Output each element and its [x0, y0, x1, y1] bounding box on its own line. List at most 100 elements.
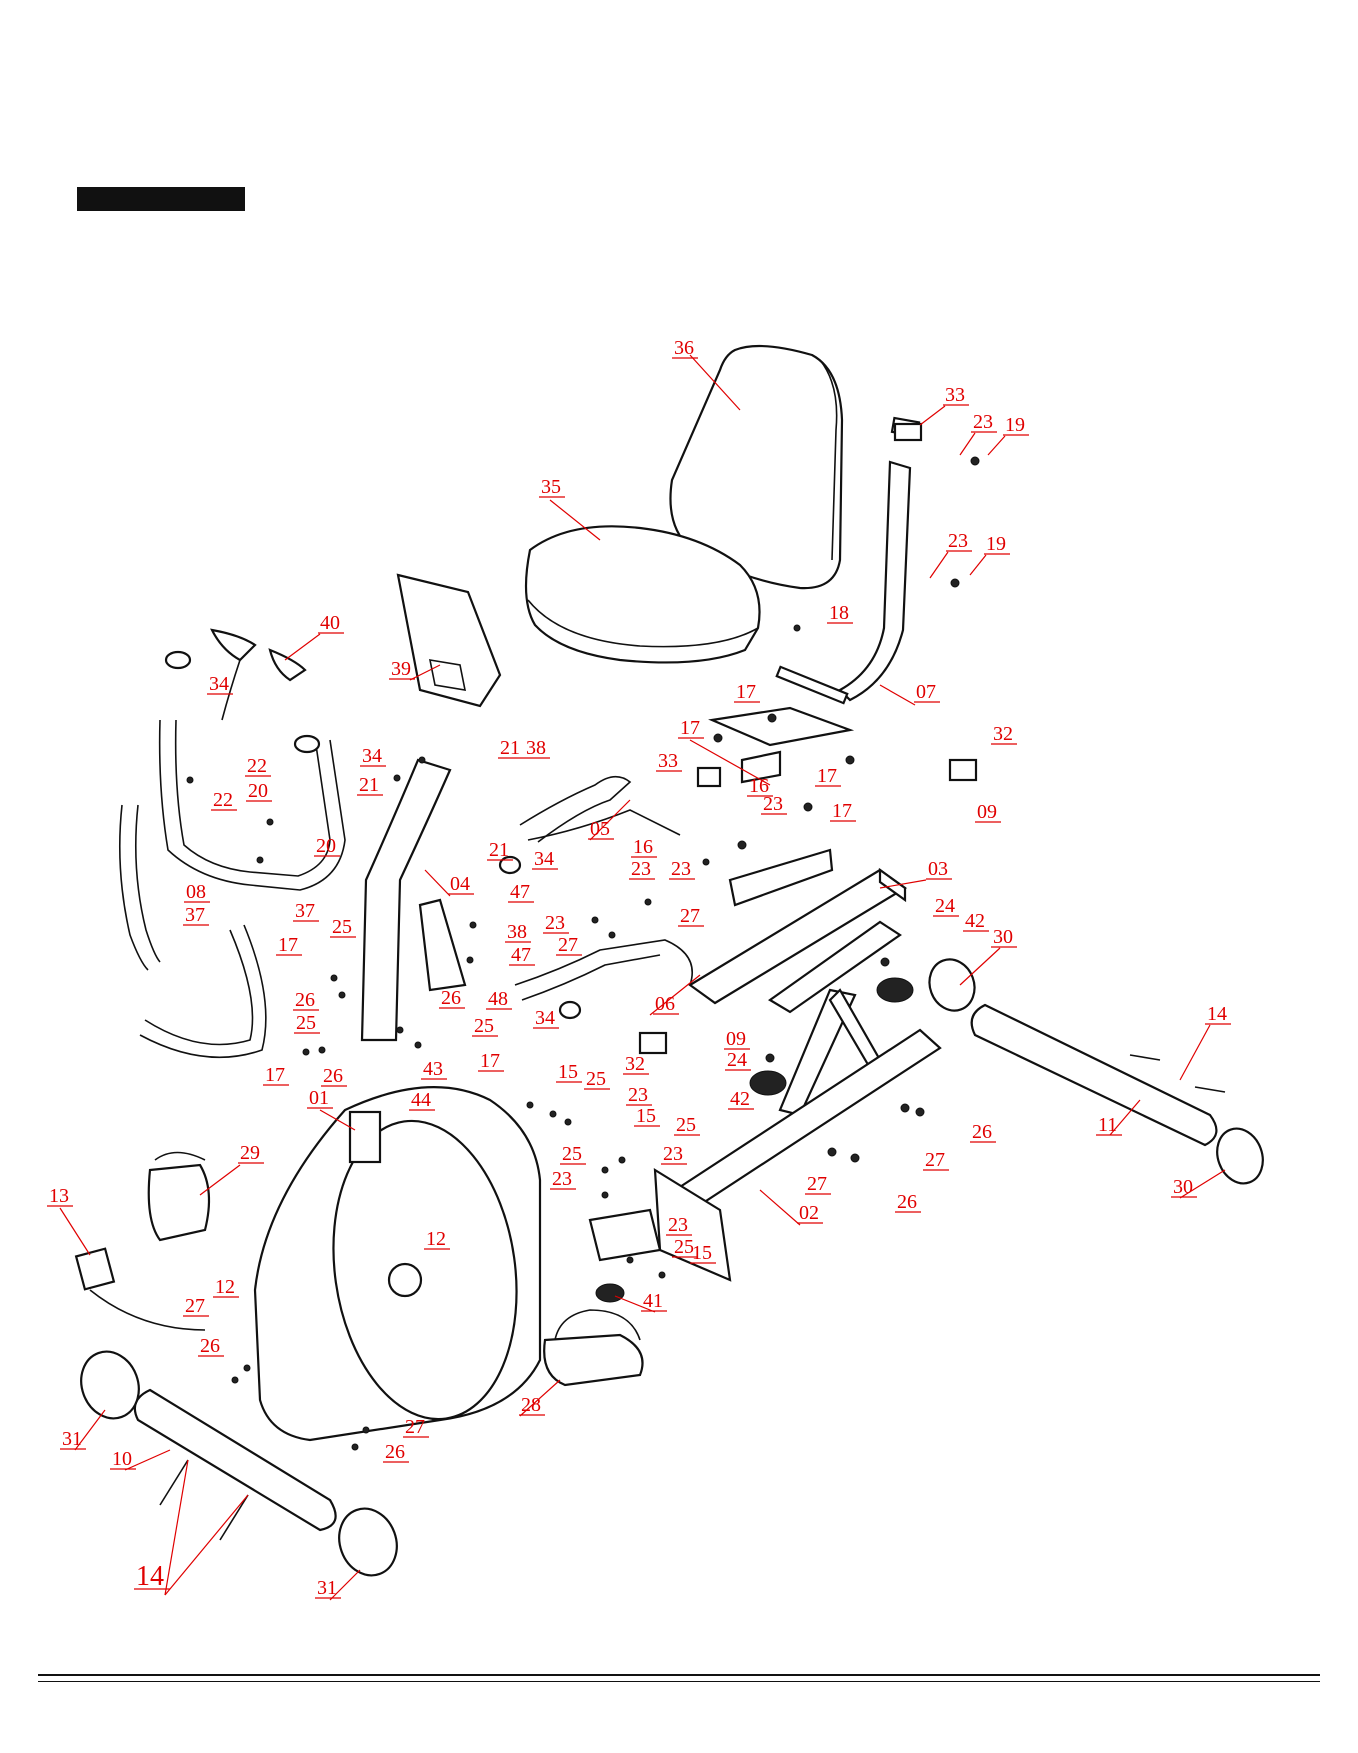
part-label-11: 11	[1096, 1114, 1122, 1136]
part-label-text: 01	[309, 1087, 329, 1109]
part-label-23c: 23	[761, 793, 787, 815]
part-label-text: 16	[749, 775, 769, 797]
backrest-part	[669, 344, 844, 590]
part-label-text: 17	[278, 934, 298, 956]
part-label-14b: 14	[134, 1561, 170, 1592]
part-label-26b: 26	[293, 989, 319, 1011]
part-label-text: 24	[727, 1049, 747, 1071]
section-title-bar	[77, 187, 245, 211]
part-label-text: 23	[663, 1143, 683, 1165]
part-label-18: 18	[827, 602, 853, 624]
part-label-text: 25	[674, 1236, 694, 1258]
part-label-text: 26	[200, 1335, 220, 1357]
part-label-27c: 27	[923, 1149, 949, 1171]
part-label-33b: 33	[656, 750, 682, 772]
part-label-17g: 17	[263, 1064, 289, 1086]
part-label-25f: 25	[560, 1143, 586, 1165]
part-label-text: 36	[674, 337, 694, 359]
part-label-text: 19	[1005, 414, 1025, 436]
part-label-text: 25	[676, 1114, 696, 1136]
part-label-15b: 15	[634, 1105, 660, 1127]
part-label-12a: 12	[424, 1228, 450, 1250]
part-label-text: 04	[450, 873, 470, 895]
part-label-text: 29	[240, 1142, 260, 1164]
part-label-text: 12	[426, 1228, 446, 1250]
seat-cushion-part	[524, 525, 761, 664]
part-label-06: 06	[653, 993, 679, 1015]
part-label-text: 13	[49, 1185, 69, 1207]
part-label-26f: 26	[198, 1335, 224, 1357]
adapter-part	[74, 1247, 206, 1331]
part-label-23g: 23	[626, 1084, 652, 1106]
part-label-09b: 09	[724, 1028, 750, 1050]
part-label-text: 02	[799, 1202, 819, 1224]
part-label-01: 01	[307, 1087, 333, 1109]
knob-part	[595, 977, 914, 1303]
part-label-text: 23	[973, 411, 993, 433]
part-label-37b: 37	[293, 900, 319, 922]
part-label-text: 47	[511, 944, 531, 966]
part-label-text: 21	[489, 839, 509, 861]
part-label-25a: 25	[330, 916, 356, 938]
part-label-47b: 47	[509, 944, 535, 966]
part-label-text: 20	[248, 780, 268, 802]
part-label-20b: 20	[314, 835, 340, 857]
part-label-23e: 23	[669, 858, 695, 880]
part-label-text: 17	[817, 765, 837, 787]
part-label-35: 35	[539, 476, 565, 498]
part-label-text: 23	[668, 1214, 688, 1236]
part-label-text: 31	[62, 1428, 82, 1450]
part-label-text: 25	[474, 1015, 494, 1037]
part-label-48: 48	[486, 988, 512, 1010]
part-label-23a: 23	[971, 411, 997, 433]
part-label-27b: 27	[556, 934, 582, 956]
part-label-text: 17	[480, 1050, 500, 1072]
part-label-23f: 23	[543, 912, 569, 934]
part-label-26c: 26	[321, 1065, 347, 1087]
part-label-23i: 23	[550, 1168, 576, 1190]
part-label-text: 33	[658, 750, 678, 772]
front-base-part	[588, 1167, 732, 1282]
part-label-text: 41	[643, 1290, 663, 1312]
part-label-26a: 26	[439, 987, 465, 1009]
part-label-38a: 38	[524, 737, 550, 759]
part-label-23d: 23	[629, 858, 655, 880]
part-label-27a: 27	[678, 905, 704, 927]
part-label-03: 03	[926, 858, 952, 880]
part-label-text: 31	[317, 1577, 337, 1599]
part-label-text: 14	[136, 1561, 164, 1592]
part-label-text: 21	[359, 774, 379, 796]
part-label-24a: 24	[933, 895, 959, 917]
part-label-29: 29	[238, 1142, 264, 1164]
part-label-text: 09	[977, 801, 997, 823]
rear-stabilizer-part	[928, 958, 1264, 1185]
part-label-23j: 23	[666, 1214, 692, 1236]
part-label-15c: 15	[690, 1242, 716, 1264]
part-label-26d: 26	[970, 1121, 996, 1143]
part-label-text: 22	[213, 789, 233, 811]
main-body-part	[253, 1086, 542, 1442]
part-label-07: 07	[914, 681, 940, 703]
part-label-41: 41	[641, 1290, 667, 1312]
handlebar-part	[158, 719, 346, 891]
part-label-19a: 19	[1003, 414, 1029, 436]
part-label-25c: 25	[472, 1015, 498, 1037]
part-label-text: 42	[965, 910, 985, 932]
part-label-text: 23	[545, 912, 565, 934]
part-label-text: 17	[265, 1064, 285, 1086]
part-label-38b: 38	[505, 921, 531, 943]
part-label-16a: 16	[747, 775, 773, 797]
part-label-text: 17	[736, 681, 756, 703]
part-label-04: 04	[448, 873, 474, 895]
part-label-text: 10	[112, 1448, 132, 1470]
part-label-19b: 19	[984, 533, 1010, 555]
part-label-text: 20	[316, 835, 336, 857]
part-label-text: 30	[993, 926, 1013, 948]
part-label-20a: 20	[246, 780, 272, 802]
part-label-21a: 21	[498, 737, 524, 759]
part-label-32a: 32	[991, 723, 1017, 745]
part-label-text: 17	[832, 800, 852, 822]
seat-post-part	[838, 416, 921, 702]
